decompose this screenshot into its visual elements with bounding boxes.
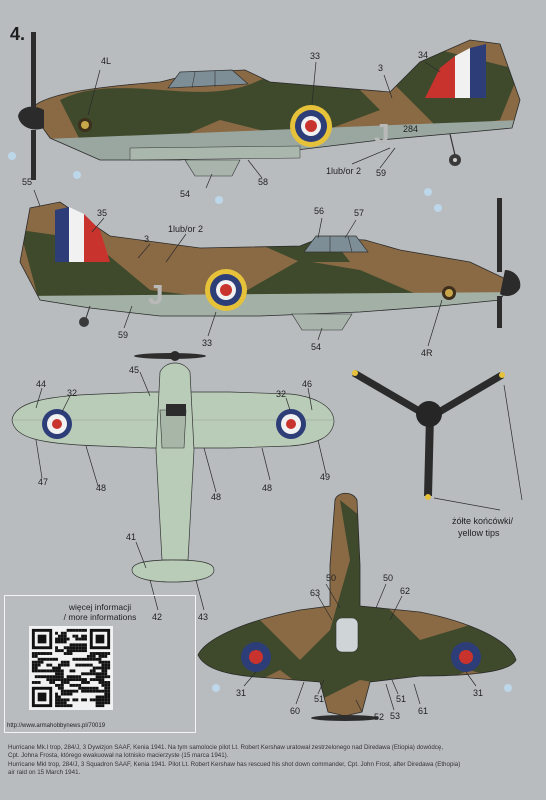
callout-43: 43 [198, 612, 208, 622]
callout-50: 50 [326, 573, 336, 583]
callout-33: 33 [202, 338, 212, 348]
more-info-box: więcej informacji / more informations ht… [4, 595, 196, 733]
callout-48: 48 [96, 483, 106, 493]
caption-line: air raid on 15 March 1941. [8, 769, 81, 777]
callout-61: 61 [418, 706, 428, 716]
caption: Hurricane Mk.I trop, 284/J, 3 Dywizjon S… [8, 744, 536, 778]
callout-35: 35 [97, 208, 107, 218]
callout-46: 46 [302, 379, 312, 389]
more-info-title-pl: więcej informacji [68, 602, 132, 612]
more-info-url[interactable]: http://www.armahobbynews.pl/70019 [7, 723, 106, 729]
callout-45: 45 [129, 365, 139, 375]
fuselage-serial: 284 [403, 124, 418, 134]
callout-41: 41 [126, 532, 136, 542]
callout-4L: 4L [101, 56, 111, 66]
fuselage-code-letter: J [374, 118, 390, 149]
callout-31: 31 [236, 688, 246, 698]
side-view-left: J 284 4L 33 3 34 54 58 1lu [8, 32, 521, 212]
callout-42: 42 [152, 612, 162, 622]
underside-view: 45 44 32 32 46 47 48 48 48 49 41 42 43 [11, 351, 335, 622]
more-info-title: więcej informacji / more informations [5, 602, 195, 622]
callout-54: 54 [311, 342, 321, 352]
callout-32: 32 [276, 389, 286, 399]
callout-52: 52 [374, 712, 384, 722]
callout-58: 58 [258, 177, 268, 187]
callout-55: 55 [22, 177, 32, 187]
callout-54: 54 [180, 189, 190, 199]
callout-44: 44 [36, 379, 46, 389]
callout-33: 33 [310, 51, 320, 61]
aircraft-drawings: J 284 4L 33 3 34 54 58 1lu [8, 32, 523, 722]
callout-49: 49 [320, 472, 330, 482]
callout-57: 57 [354, 208, 364, 218]
caption-line: Hurricane MkI trop, 284/J, 3 Squadron SA… [8, 760, 461, 768]
callout-4R: 4R [421, 348, 433, 358]
callout-47: 47 [38, 477, 48, 487]
callout-32: 32 [67, 388, 77, 398]
callout-31: 31 [473, 688, 483, 698]
callout-59: 59 [376, 168, 386, 178]
callout-48: 48 [211, 492, 221, 502]
callout-1lub-or-2: 1lub/or 2 [168, 224, 203, 234]
callout-53: 53 [390, 711, 400, 721]
callout-34: 34 [418, 50, 428, 60]
fuselage-code-letter: J [148, 279, 164, 310]
callout-63: 63 [310, 588, 320, 598]
callout-59: 59 [118, 330, 128, 340]
callout-56: 56 [314, 206, 324, 216]
callout-51: 51 [396, 694, 406, 704]
callout-3: 3 [144, 234, 149, 244]
caption-line: Hurricane Mk.I trop, 284/J, 3 Dywizjon S… [8, 744, 444, 751]
propeller-note-pl: żółte końcówki/ [452, 516, 514, 526]
propeller-note-en: yellow tips [458, 528, 500, 538]
callout-62: 62 [400, 586, 410, 596]
callout-50: 50 [383, 573, 393, 583]
qr-code-icon[interactable] [29, 626, 113, 710]
callout-3: 3 [378, 63, 383, 73]
caption-line: Cpt. Johna Frosta, którego ewakuował na … [8, 752, 229, 760]
step-number: 4. [10, 24, 26, 44]
callout-48: 48 [262, 483, 272, 493]
callout-51: 51 [314, 694, 324, 704]
callout-1lub-or-2: 1lub/or 2 [326, 166, 361, 176]
side-view-right: J 55 35 3 1lub/or 2 56 57 59 33 54 4R [19, 177, 521, 358]
callout-60: 60 [290, 706, 300, 716]
more-info-title-en: / more informations [63, 612, 137, 622]
propeller-detail: żółte końcówki/ yellow tips [352, 370, 523, 538]
